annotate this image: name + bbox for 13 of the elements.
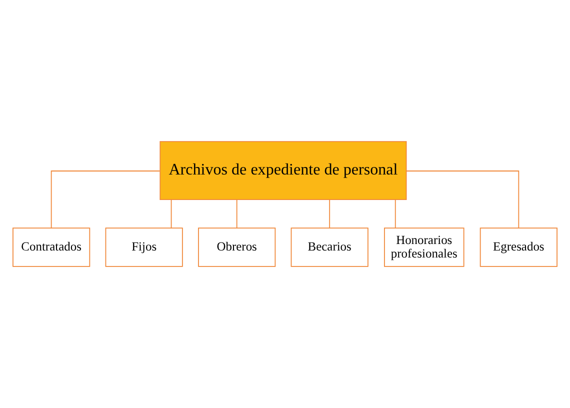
node-box: Becarios bbox=[290, 228, 368, 267]
node-box: Obreros bbox=[198, 228, 276, 267]
connector bbox=[406, 170, 520, 228]
connector bbox=[329, 199, 330, 228]
connector bbox=[170, 199, 172, 228]
node-box: Fijos bbox=[105, 228, 183, 267]
connector bbox=[50, 170, 160, 228]
connector bbox=[236, 199, 238, 228]
node-box: Archivos de expediente de personal bbox=[160, 141, 407, 200]
connector bbox=[394, 199, 396, 228]
node-box: Egresados bbox=[480, 228, 558, 267]
node-box: Honorarios profesionales bbox=[384, 228, 464, 267]
node-box: Contratados bbox=[12, 228, 90, 267]
